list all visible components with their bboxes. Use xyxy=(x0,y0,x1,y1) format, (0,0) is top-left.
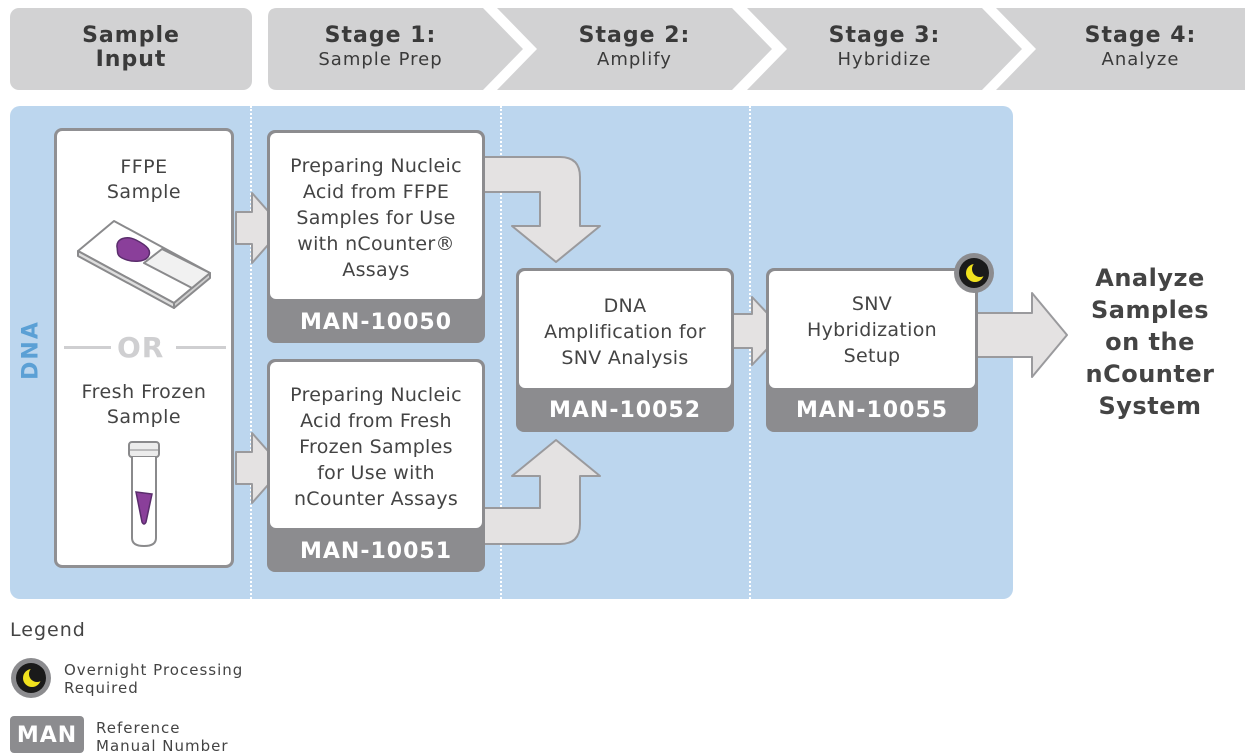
legend-man-badge: MAN xyxy=(10,716,84,753)
fresh-frozen-sample-label: Fresh Frozen Sample xyxy=(81,381,207,428)
header-stage-2: Stage 2: Amplify xyxy=(497,8,772,90)
header-input-label: Input xyxy=(95,47,167,72)
arrow-step1-to-step3 xyxy=(482,156,601,263)
arrow-step4-to-analyze xyxy=(975,292,1068,378)
stage-1-title: Stage 1: xyxy=(324,23,437,48)
arrow-step2-to-step3 xyxy=(482,439,601,545)
stage-4-subtitle: Analyze xyxy=(1101,49,1180,70)
stage-3-chevron xyxy=(747,8,1022,90)
stage-4-title: Stage 4: xyxy=(1084,23,1197,48)
header-sample-input: Sample Input xyxy=(10,8,252,90)
manual-number-man-10050: MAN-10050 xyxy=(300,310,452,335)
or-label: OR xyxy=(117,331,165,364)
or-divider-right xyxy=(176,346,226,349)
frozen-tube-icon xyxy=(128,441,160,548)
or-divider-left xyxy=(64,346,111,349)
stage-4-chevron xyxy=(996,8,1245,90)
stage-divider-1 xyxy=(250,106,252,599)
manual-number-man-10051: MAN-10051 xyxy=(300,539,452,564)
manual-number-man-10052: MAN-10052 xyxy=(549,398,701,423)
header-stage-3: Stage 3: Hybridize xyxy=(747,8,1022,90)
header-sample-input-shape xyxy=(10,8,252,90)
manual-number-man-10055: MAN-10055 xyxy=(796,398,948,423)
overnight-moon-icon xyxy=(954,253,994,293)
stage-divider-2 xyxy=(500,106,502,599)
stage-3-subtitle: Hybridize xyxy=(837,49,932,70)
header-sample-label: Sample xyxy=(82,23,180,48)
stage-2-subtitle: Amplify xyxy=(597,49,672,70)
ffpe-slide-icon xyxy=(77,220,211,309)
header-stage-4: Stage 4: Analyze xyxy=(996,8,1245,90)
legend-title: Legend xyxy=(10,619,86,641)
stage-2-chevron xyxy=(497,8,772,90)
stage-2-title: Stage 2: xyxy=(578,23,691,48)
ffpe-sample-label: FFPE Sample xyxy=(106,156,182,203)
stage-divider-3 xyxy=(749,106,751,599)
stage-1-subtitle: Sample Prep xyxy=(318,49,443,70)
header-stage-1: Stage 1: Sample Prep xyxy=(268,8,523,90)
stage-1-chevron xyxy=(268,8,523,90)
legend-moon-icon xyxy=(11,658,51,698)
stage-3-title: Stage 3: xyxy=(828,23,941,48)
